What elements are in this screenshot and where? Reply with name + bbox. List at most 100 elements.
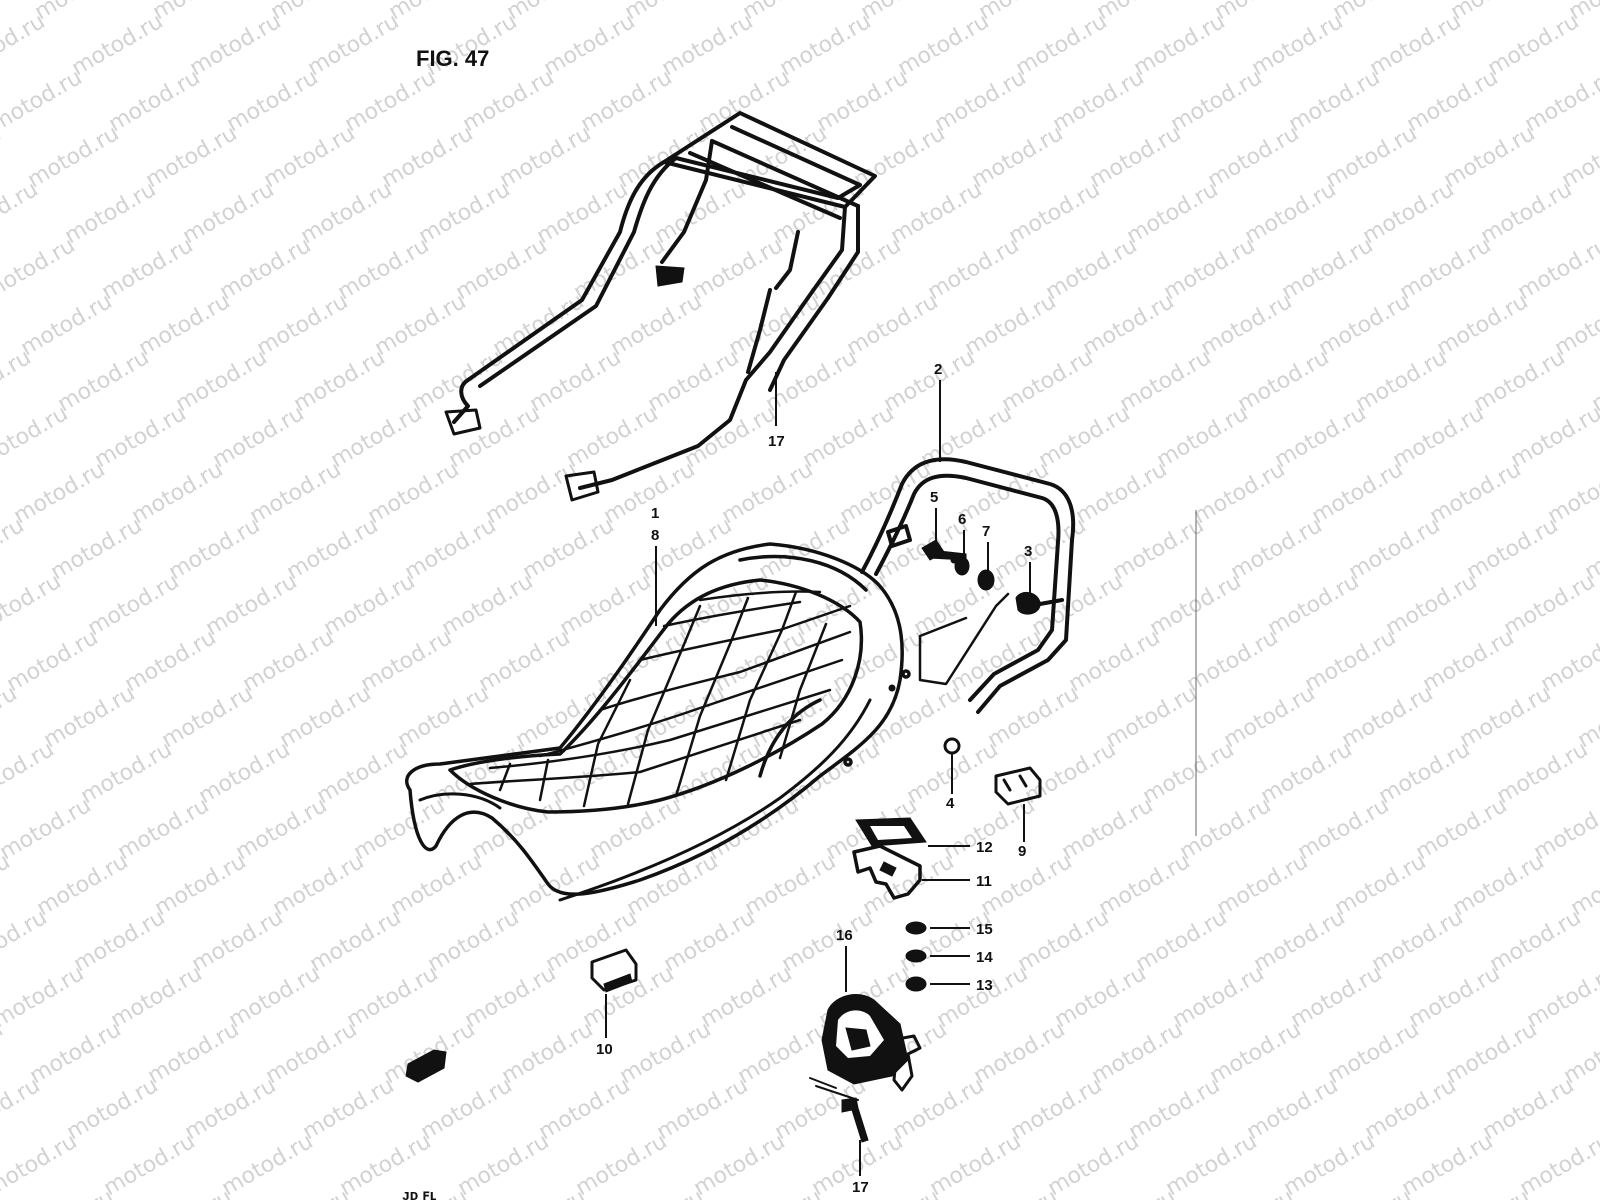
watermark-text: motod.ru <box>135 289 235 361</box>
part-label-8: 8 <box>651 527 659 544</box>
watermark-text: motod.ru <box>1079 289 1179 361</box>
watermark-text: motod.ru <box>1537 625 1600 697</box>
watermark-text: motod.ru <box>0 905 51 977</box>
watermark-text: motod.ru <box>0 9 49 81</box>
watermark-text: motod.ru <box>84 569 184 641</box>
watermark-text: motod.ru <box>239 625 339 697</box>
watermark-text: motod.ru <box>40 681 140 753</box>
part-label-12: 12 <box>976 839 993 856</box>
watermark-text: motod.ru <box>26 1017 126 1089</box>
watermark-text: motod.ru <box>216 233 316 305</box>
watermark-text: motod.ru <box>1132 905 1232 977</box>
watermark-text: motod.ru <box>297 177 397 249</box>
watermark-text: motod.ru <box>0 177 42 249</box>
watermark-text: motod.ru <box>968 121 1068 193</box>
watermark-text: motod.ru <box>1072 457 1172 529</box>
watermark-text: motod.ru <box>1197 289 1297 361</box>
watermark-text: motod.ru <box>1435 1185 1535 1200</box>
watermark-text: motod.ru <box>1213 849 1313 921</box>
watermark-text: motod.ru <box>186 9 286 81</box>
watermark-text: motod.ru <box>172 345 272 417</box>
nut-7 <box>977 569 995 591</box>
watermark-text: motod.ru <box>637 513 737 585</box>
washer-6 <box>954 556 970 576</box>
watermark-text: motod.ru <box>1086 121 1186 193</box>
watermark-text: motod.ru <box>836 457 936 529</box>
watermark-text: motod.ru <box>489 289 589 361</box>
watermark-text: motod.ru <box>1375 737 1475 809</box>
watermark-text: motod.ru <box>107 961 207 1033</box>
watermark-text: motod.ru <box>734 1017 834 1089</box>
watermark-text: motod.ru <box>1167 65 1267 137</box>
part-label-3: 3 <box>1024 543 1032 560</box>
watermark-text: motod.ru <box>10 457 110 529</box>
watermark-text: motod.ru <box>776 9 876 81</box>
rack-right-mount-tab <box>564 470 600 502</box>
watermark-text: motod.ru <box>105 65 205 137</box>
watermark-text: motod.ru <box>600 457 700 529</box>
watermark-text: motod.ru <box>1007 1073 1107 1145</box>
watermark-text: motod.ru <box>1412 793 1512 865</box>
watermark-text: motod.ru <box>563 401 663 473</box>
watermark-text: motod.ru <box>408 345 508 417</box>
watermark-text: motod.ru <box>1176 793 1276 865</box>
watermark-text: motod.ru <box>1220 681 1320 753</box>
watermark-text: motod.ru <box>165 513 265 585</box>
watermark-text: motod.ru <box>1456 681 1556 753</box>
watermark-text: motod.ru <box>843 289 943 361</box>
watermark-text: motod.ru <box>0 1129 81 1200</box>
part-label-10: 10 <box>596 1041 613 1058</box>
watermark-text: motod.ru <box>17 289 117 361</box>
watermark-text: motod.ru <box>1058 793 1158 865</box>
watermark-text: motod.ru <box>188 905 288 977</box>
watermark-text: motod.ru <box>658 9 758 81</box>
watermark-text: motod.ru <box>1227 513 1327 585</box>
watermark-text: motod.ru <box>924 233 1024 305</box>
watermark-text: motod.ru <box>1287 961 1387 1033</box>
watermark-text: motod.ru <box>401 513 501 585</box>
watermark-text: motod.ru <box>137 1185 237 1200</box>
watermark-text: motod.ru <box>799 401 899 473</box>
watermark-text: motod.ru <box>1206 1017 1306 1089</box>
watermark-text: motod.ru <box>299 1073 399 1145</box>
watermark-text: motod.ru <box>327 401 427 473</box>
watermark-text: motod.ru <box>181 1073 281 1145</box>
watermark-text: motod.ru <box>1109 513 1209 585</box>
washer-15 <box>905 921 927 935</box>
watermark-text: motod.ru <box>225 961 325 1033</box>
watermark-text: motod.ru <box>114 793 214 865</box>
watermark-text: motod.ru <box>526 345 626 417</box>
part-label-5: 5 <box>930 489 938 506</box>
watermark-text: motod.ru <box>1035 401 1135 473</box>
watermark-text: motod.ru <box>1389 401 1489 473</box>
front-direction-arrow-icon <box>405 1049 447 1083</box>
rubber-cushion-9 <box>994 766 1042 806</box>
watermark-text: motod.ru <box>341 65 441 137</box>
washer-14 <box>905 949 927 963</box>
watermark-text: motod.ru <box>695 65 795 137</box>
watermark-text: motod.ru <box>1102 681 1202 753</box>
watermark-text: motod.ru <box>748 681 848 753</box>
watermark-text: motod.ru <box>343 961 443 1033</box>
watermark-text: motod.ru <box>1153 401 1253 473</box>
watermark-text: motod.ru <box>218 1129 318 1200</box>
seat <box>405 542 911 902</box>
watermark-text: motod.ru <box>158 681 258 753</box>
rack-center-bracket <box>655 265 685 287</box>
watermark-text: motod.ru <box>461 961 561 1033</box>
watermark-text: motod.ru <box>984 681 1084 753</box>
watermark-text: motod.ru <box>424 905 524 977</box>
watermark-text: motod.ru <box>253 289 353 361</box>
watermark-text: motod.ru <box>970 1017 1070 1089</box>
watermark-text: motod.ru <box>1500 569 1600 641</box>
watermark-text: motod.ru <box>0 737 58 809</box>
watermark-text: motod.ru <box>1250 905 1350 977</box>
watermark-text: motod.ru <box>1271 401 1371 473</box>
watermark-text: motod.ru <box>364 457 464 529</box>
watermark-text: motod.ru <box>491 1185 591 1200</box>
rear-carrier-rack <box>452 111 877 490</box>
watermark-text: motod.ru <box>1521 65 1600 137</box>
watermark-text: motod.ru <box>1324 1017 1424 1089</box>
watermark-text: motod.ru <box>1553 1185 1600 1200</box>
watermark-text: motod.ru <box>3 625 103 697</box>
